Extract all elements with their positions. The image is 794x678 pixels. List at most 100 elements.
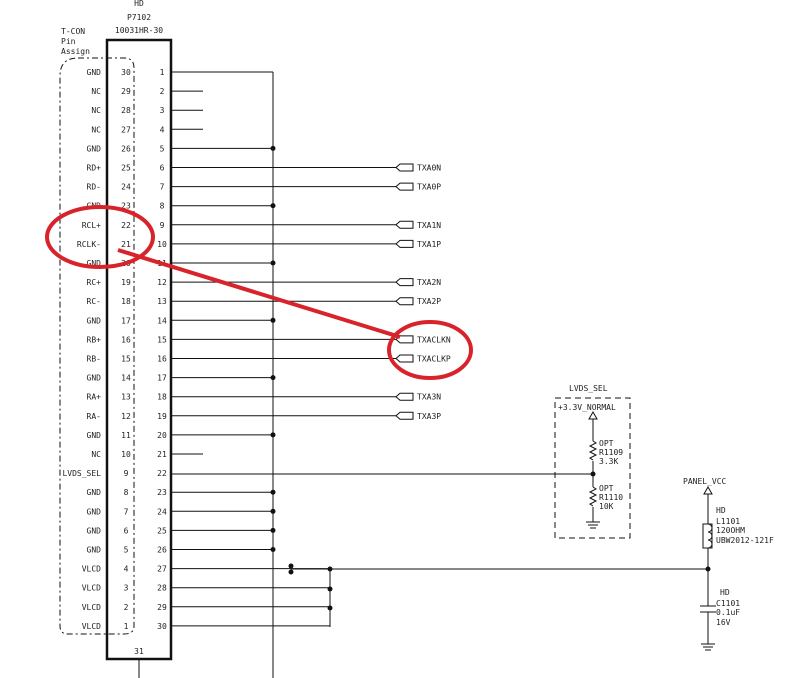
tcon-pin-number: 3 [124, 584, 129, 593]
junction-dot [288, 569, 294, 575]
tcon-pin-number: 25 [121, 164, 131, 173]
connector-pin-number: 24 [157, 507, 167, 516]
tcon-signal-label: GND [87, 374, 102, 383]
net-label: TXACLKP [417, 355, 451, 364]
net-label: TXA1P [417, 240, 441, 249]
power-arrow-icon [703, 485, 713, 495]
junction-dot [270, 375, 276, 381]
connector-pin-number: 8 [160, 202, 165, 211]
tcon-signal-label: RB+ [87, 335, 102, 344]
connector-pin-number: 1 [160, 68, 165, 77]
net-port-icon [395, 220, 414, 229]
connector-pin-number: 6 [160, 164, 165, 173]
tcon-signal-label: GND [87, 144, 102, 153]
tcon-signal-label: GND [87, 507, 102, 516]
junction-dot [270, 145, 276, 151]
tcon-signal-label: NC [91, 450, 101, 459]
connector-pin-number: 27 [157, 565, 167, 574]
tcon-pin-outline [59, 57, 135, 635]
tcon-pin-number: 13 [121, 393, 131, 402]
tcon-title-line: Assign [61, 47, 90, 56]
tcon-signal-label: GND [87, 431, 102, 440]
junction-dot [327, 605, 333, 611]
tcon-signal-label: RC- [87, 297, 101, 306]
annotation-circle-txaclk [387, 320, 473, 380]
resistor-r1109-icon [588, 440, 598, 461]
tcon-signal-label: LVDS_SEL [62, 469, 101, 478]
connector-pin-number: 30 [157, 622, 167, 631]
junction-dot [705, 566, 711, 572]
inductor-l1101-icon [707, 523, 713, 549]
tcon-signal-label: NC [91, 106, 101, 115]
connector-pin-number: 21 [157, 450, 167, 459]
tcon-signal-label: RD+ [87, 164, 102, 173]
capacitor-c1101-icon [700, 605, 716, 613]
net-port-icon [395, 297, 414, 306]
connector-pin-number: 9 [160, 221, 165, 230]
l1101-maker: HD [716, 506, 726, 515]
connector-pin-number: 10 [157, 240, 167, 249]
c1101-maker: HD [720, 588, 730, 597]
net-port-icon [395, 278, 414, 287]
tcon-pin-number: 18 [121, 297, 131, 306]
junction-dot [270, 508, 276, 514]
tcon-pin-number: 6 [124, 526, 129, 535]
connector-pin-number: 3 [160, 106, 165, 115]
tcon-signal-label: RA- [87, 412, 101, 421]
connector-extra-pin: 31 [134, 647, 144, 656]
tcon-signal-label: GND [87, 546, 102, 555]
connector-pin-number: 17 [157, 374, 167, 383]
resistor-r1110-icon [588, 486, 598, 507]
net-label: TXA1N [417, 221, 441, 230]
r1109-opt: OPT [599, 439, 614, 448]
lvds-sel-outline [554, 397, 631, 539]
connector-pin-number: 22 [157, 469, 167, 478]
r1110-value: 10K [599, 502, 614, 511]
tcon-pin-number: 11 [121, 431, 131, 440]
tcon-signal-label: GND [87, 488, 102, 497]
tcon-signal-label: RA+ [87, 393, 102, 402]
annotation-arrow-line [117, 248, 401, 339]
connector-pin-number: 4 [160, 125, 165, 134]
tcon-pin-number: 12 [121, 412, 131, 421]
connector-ref: P7102 [127, 13, 151, 22]
tcon-pin-number: 7 [124, 507, 129, 516]
tcon-pin-number: 1 [124, 622, 129, 631]
connector-pin-number: 7 [160, 183, 165, 192]
connector-pin-number: 14 [157, 316, 167, 325]
junction-dot [270, 547, 276, 552]
tcon-pin-number: 10 [121, 450, 131, 459]
tcon-pin-number: 4 [124, 565, 129, 574]
net-label: TXA3N [417, 393, 441, 402]
tcon-pin-number: 26 [121, 144, 131, 153]
connector-pin-number: 19 [157, 412, 167, 421]
connector-pin-number: 15 [157, 335, 167, 344]
connector-pin-number: 16 [157, 355, 167, 364]
tcon-title-line: Pin [61, 37, 76, 46]
connector-pin-number: 2 [160, 87, 165, 96]
c1101-value: 0.1uF [716, 608, 740, 617]
connector-pin-number: 12 [157, 278, 167, 287]
l1101-ref: L1101 [716, 517, 740, 526]
net-label: TXACLKN [417, 335, 451, 344]
connector-pin-number: 28 [157, 584, 167, 593]
tcon-pin-number: 30 [121, 68, 131, 77]
r1110-ref: R1110 [599, 493, 623, 502]
annotation-circle-rclk [45, 205, 155, 269]
tcon-signal-label: GND [87, 68, 102, 77]
tcon-pin-number: 5 [124, 546, 129, 555]
r1110-opt: OPT [599, 484, 614, 493]
connector-maker: HD [134, 0, 144, 8]
connector-pin-number: 13 [157, 297, 167, 306]
net-port-icon [395, 182, 414, 191]
connector-pin-number: 29 [157, 603, 167, 612]
tcon-signal-label: GND [87, 259, 102, 268]
tcon-signal-label: RCL+ [82, 221, 101, 230]
c1101-ref: C1101 [716, 599, 740, 608]
c1101-voltage: 16V [716, 618, 731, 627]
tcon-pin-number: 24 [121, 183, 131, 192]
tcon-signal-label: RC+ [87, 278, 102, 287]
tcon-signal-label: RB- [87, 355, 101, 364]
connector-pin-number: 23 [157, 488, 167, 497]
tcon-signal-label: RCLK- [77, 240, 101, 249]
